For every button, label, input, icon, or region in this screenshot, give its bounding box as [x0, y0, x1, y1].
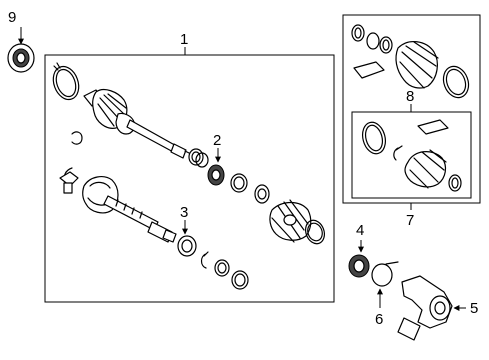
part-6-snap-ring [371, 261, 399, 287]
kit-clamp-ring-c [379, 36, 393, 54]
axle-assembly-box [44, 54, 335, 303]
callout-5: 5 [470, 300, 478, 317]
lower-clamp-ring-b [231, 270, 249, 290]
lower-snap-clip [200, 251, 209, 269]
callout-1: 1 [180, 31, 188, 48]
lower-shaft-spline [162, 229, 177, 243]
upper-small-clip [71, 131, 83, 145]
kit-large-clamp-upper [442, 65, 470, 99]
subkit-large-clamp [361, 121, 387, 155]
outer-boot-clamp [304, 219, 326, 245]
upper-axle-shaft [126, 119, 187, 159]
kit-boot-upper [395, 41, 439, 89]
part-5-bracket [397, 275, 453, 341]
part-9-bearing [7, 43, 35, 73]
callout-3: 3 [180, 204, 188, 221]
callout-6: 6 [375, 311, 383, 328]
kit-clamp-ring-b [366, 32, 380, 50]
boot-clamp-mid-b [254, 184, 270, 204]
callout-9: 9 [8, 9, 16, 26]
part-2-bearing [207, 164, 225, 186]
shaft-clamp-ring-a [184, 148, 204, 166]
subkit-small-clamp [448, 174, 462, 192]
lower-tripod-joint [59, 171, 79, 194]
callout-8: 8 [406, 88, 414, 105]
kit-clamp-ring-a [351, 24, 365, 42]
boot-subkit-box [351, 111, 472, 199]
lower-clamp-ring-a [214, 259, 230, 277]
subkit-boot [404, 149, 447, 189]
lower-axle-shaft [103, 195, 173, 243]
upper-boot-clamp [52, 62, 80, 101]
callout-4: 4 [356, 222, 364, 239]
part-4-bearing [348, 254, 370, 278]
subkit-grease-packet [417, 119, 449, 135]
boot-clamp-mid-a [230, 173, 248, 193]
part-3-seal [177, 235, 197, 257]
callout-2: 2 [213, 132, 221, 149]
subkit-small-clip [393, 145, 403, 161]
kit-grease-packet-upper [353, 61, 385, 79]
outer-cv-boot [269, 199, 312, 243]
callout-7: 7 [406, 212, 414, 229]
shaft-clamp-ring-b [195, 152, 209, 168]
